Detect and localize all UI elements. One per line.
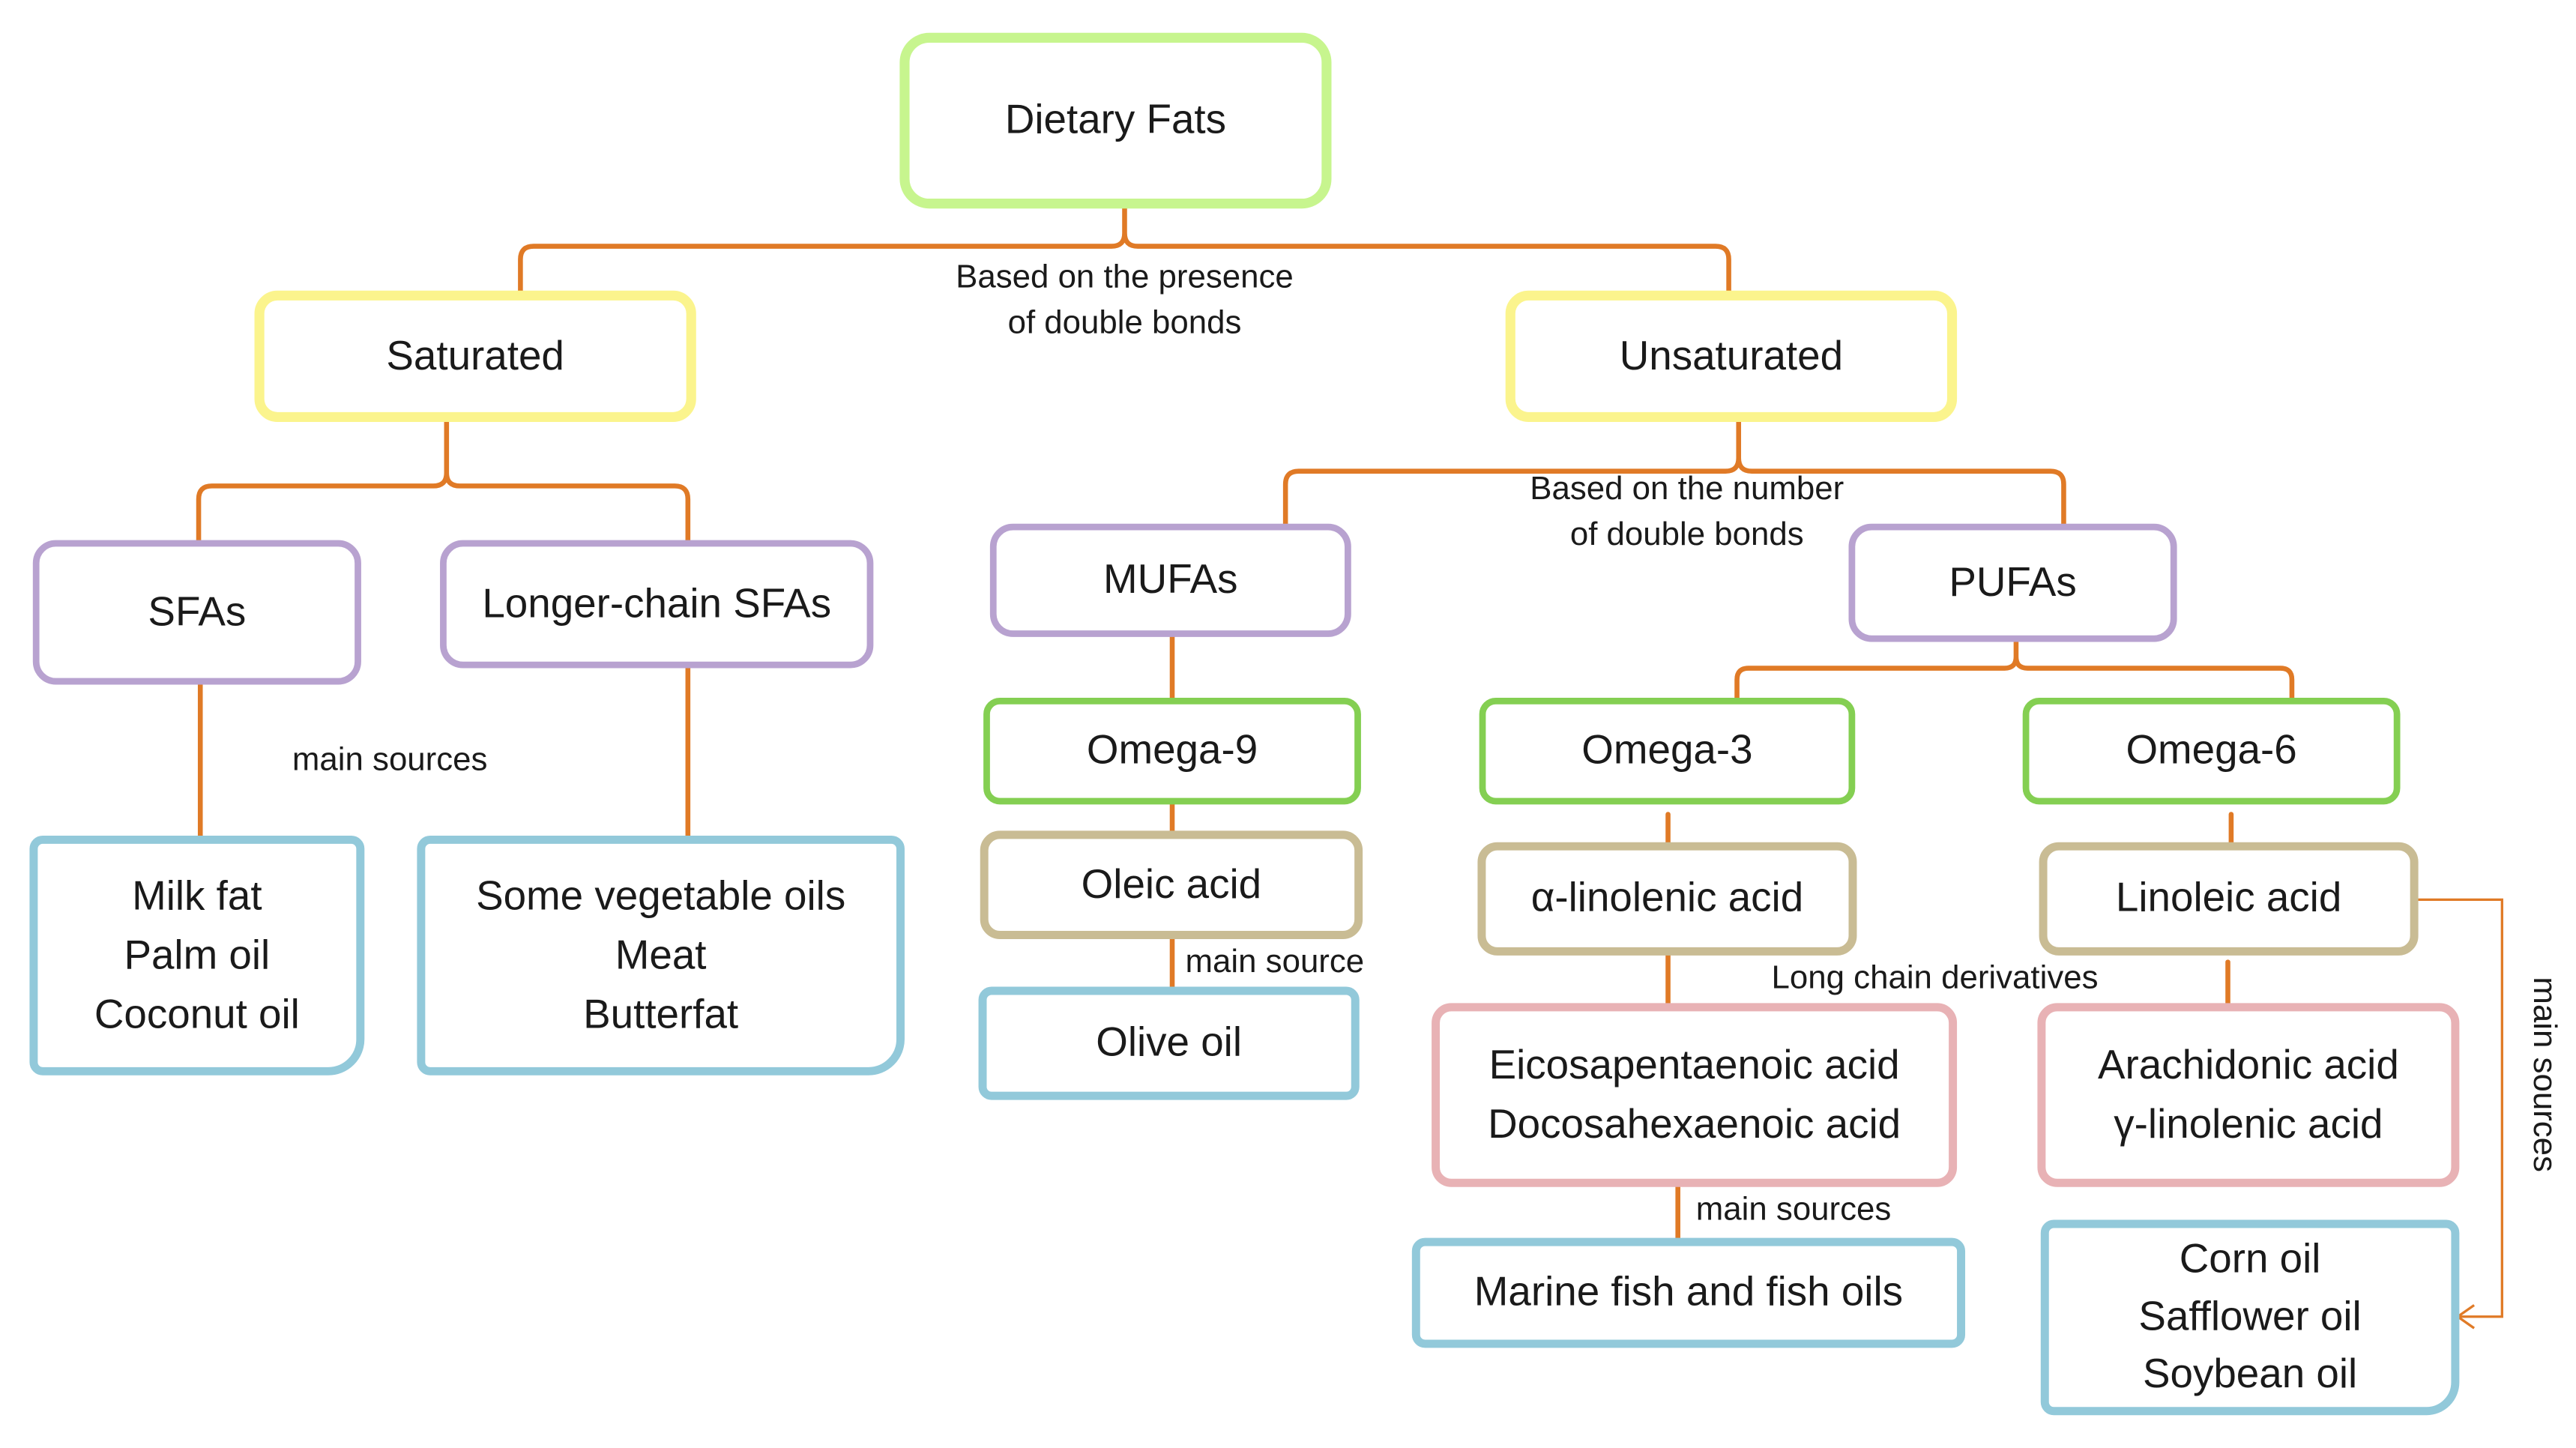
node-pufas: PUFAs [1848, 523, 2177, 642]
node-sfas: SFAs [32, 540, 361, 685]
source-meat: Meat [615, 932, 707, 979]
derivative-gamma-linolenic: γ-linolenic acid [2114, 1101, 2383, 1148]
label-presence-of-double-bonds: Based on the presence of double bonds [956, 259, 1294, 342]
node-dietary-fats: Dietary Fats [899, 32, 1332, 209]
node-vegetable-oil-sources: Corn oil Safflower oil Soybean oil [2040, 1219, 2460, 1416]
node-omega3-derivatives: Eicosapentaenoic acid Docosahexaenoic ac… [1432, 1003, 1958, 1187]
node-alpha-linolenic-acid: α-linolenic acid [1477, 842, 1857, 956]
derivative-dha: Docosahexaenoic acid [1488, 1101, 1901, 1148]
node-oleic-acid: Oleic acid [980, 830, 1363, 939]
label-main-sources-saturated: main sources [292, 742, 488, 779]
label-main-source-olive: main source [1185, 944, 1365, 980]
derivative-epa: Eicosapentaenoic acid [1488, 1042, 1900, 1088]
node-marine-fish: Marine fish and fish oils [1411, 1237, 1966, 1348]
node-saturated: Saturated [254, 290, 696, 422]
node-sfas-sources: Milk fat Palm oil Coconut oil [29, 835, 365, 1076]
connector-saturated-split [196, 417, 691, 545]
connector-root-split [518, 204, 1731, 295]
label-long-chain-derivatives: Long chain derivatives [1771, 960, 2099, 997]
source-soybean-oil: Soybean oil [2142, 1351, 2358, 1398]
connector-unsaturated-split [1282, 414, 2066, 528]
source-coconut-oil: Coconut oil [94, 992, 300, 1038]
source-vegetable-oils: Some vegetable oils [476, 872, 846, 919]
node-omega-9: Omega-9 [983, 697, 1361, 805]
node-longer-chain-sfas: Longer-chain SFAs [440, 540, 874, 669]
connector-linoleic-oils-bracket [2415, 898, 2503, 1318]
node-omega6-derivatives: Arachidonic acid γ-linolenic acid [2037, 1003, 2460, 1187]
label-main-sources-vertical: main sources [2526, 977, 2563, 1172]
node-linoleic-acid: Linoleic acid [2039, 842, 2419, 956]
label-number-of-double-bonds: Based on the number of double bonds [1530, 471, 1844, 554]
node-longchain-sources: Some vegetable oils Meat Butterfat [417, 835, 905, 1076]
source-milk-fat: Milk fat [132, 872, 262, 919]
source-safflower-oil: Safflower oil [2138, 1294, 2362, 1340]
derivative-arachidonic: Arachidonic acid [2097, 1042, 2399, 1088]
source-butterfat: Butterfat [583, 992, 739, 1038]
node-omega-3: Omega-3 [1479, 697, 1856, 805]
label-main-sources-marine: main sources [1695, 1192, 1892, 1228]
node-mufas: MUFAs [989, 523, 1351, 637]
connector-pufas-split [1734, 638, 2295, 704]
source-corn-oil: Corn oil [2179, 1236, 2321, 1282]
node-unsaturated: Unsaturated [1505, 290, 1958, 422]
node-olive-oil: Olive oil [978, 986, 1360, 1100]
source-palm-oil: Palm oil [124, 932, 271, 979]
node-omega-6: Omega-6 [2022, 697, 2401, 805]
